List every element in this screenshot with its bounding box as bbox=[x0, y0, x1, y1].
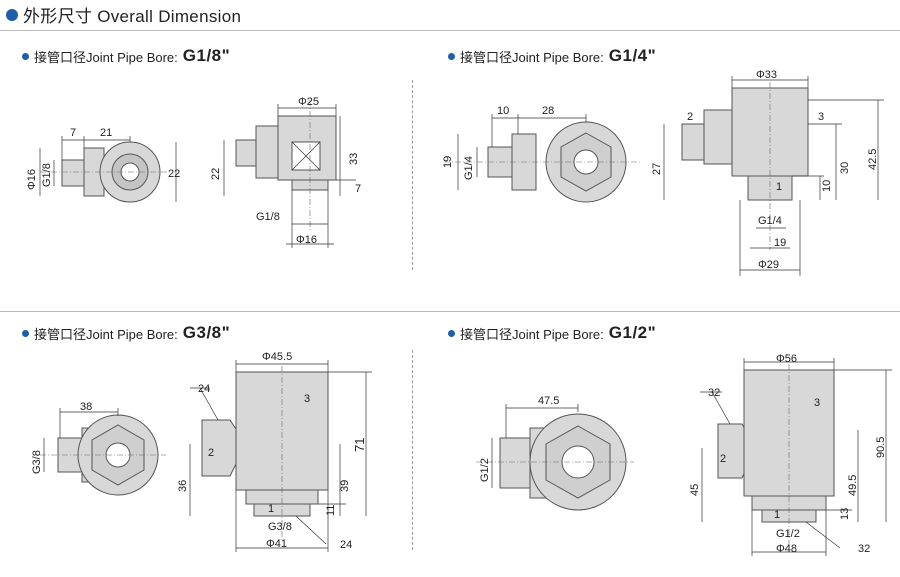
g14-10-label: 10 bbox=[821, 180, 833, 192]
g12-905-label: 90.5 bbox=[875, 437, 887, 458]
svg-text:3: 3 bbox=[818, 111, 824, 123]
svg-text:32: 32 bbox=[858, 543, 870, 555]
svg-text:47.5: 47.5 bbox=[538, 395, 559, 407]
svg-text:2: 2 bbox=[720, 453, 726, 465]
bullet-icon bbox=[22, 329, 29, 337]
svg-text:2: 2 bbox=[208, 447, 214, 459]
section-heading-g18: 接管口径Joint Pipe Bore:G1/8" bbox=[22, 46, 230, 66]
g38-side-view: 38 bbox=[40, 401, 166, 496]
page-title: 外形尺寸 Overall Dimension bbox=[6, 2, 241, 27]
svg-text:G1/8: G1/8 bbox=[256, 211, 280, 223]
g12-side-view: 47.5 bbox=[476, 395, 634, 511]
svg-text:10: 10 bbox=[497, 105, 509, 117]
section-heading-g14: 接管口径Joint Pipe Bore:G1/4" bbox=[448, 46, 656, 66]
bullet-icon bbox=[448, 52, 455, 60]
svg-text:G1/4: G1/4 bbox=[758, 215, 782, 227]
svg-text:7: 7 bbox=[70, 127, 76, 139]
svg-text:Φ48: Φ48 bbox=[776, 543, 797, 555]
g38-71-label: 71 bbox=[352, 438, 367, 452]
svg-text:28: 28 bbox=[542, 105, 554, 117]
vertical-divider-bottom bbox=[412, 350, 413, 550]
g14-19-label: 19 bbox=[442, 156, 454, 168]
svg-text:3: 3 bbox=[304, 393, 310, 405]
g12-495-label: 49.5 bbox=[847, 475, 859, 496]
g18-thread-label: G1/8 bbox=[41, 163, 53, 187]
g14-425-label: 42.5 bbox=[867, 149, 879, 170]
section-heading-g12: 接管口径Joint Pipe Bore:G1/2" bbox=[448, 323, 656, 343]
svg-text:Φ25: Φ25 bbox=[298, 96, 319, 108]
svg-text:1: 1 bbox=[268, 503, 274, 515]
section-divider bbox=[0, 311, 900, 312]
svg-text:3: 3 bbox=[814, 397, 820, 409]
g12-45-label: 45 bbox=[689, 484, 701, 496]
g18-front-view: Φ25 7 G1/8 Φ16 bbox=[223, 96, 361, 248]
g14-side-view: 10 28 bbox=[444, 105, 640, 203]
header-divider bbox=[0, 30, 900, 31]
g38-36-label: 36 bbox=[177, 480, 189, 492]
g38-front-view: Φ45.5 24 3 2 1 G3/8 Φ41 24 bbox=[189, 351, 372, 552]
svg-text:22: 22 bbox=[168, 168, 180, 180]
svg-text:Φ56: Φ56 bbox=[776, 353, 797, 365]
svg-text:1: 1 bbox=[776, 181, 782, 193]
svg-text:Φ45.5: Φ45.5 bbox=[262, 351, 292, 363]
section-heading-g38: 接管口径Joint Pipe Bore:G3/8" bbox=[22, 323, 230, 343]
svg-text:1: 1 bbox=[774, 509, 780, 521]
g18-22-label: 22 bbox=[210, 168, 222, 180]
g14-front-view: Φ33 2 3 1 G1/4 19 Φ29 bbox=[663, 69, 884, 276]
svg-text:24: 24 bbox=[198, 383, 210, 395]
svg-text:G3/8: G3/8 bbox=[268, 521, 292, 533]
bullet-icon bbox=[6, 8, 18, 21]
svg-text:19: 19 bbox=[774, 237, 786, 249]
g12-thread-label: G1/2 bbox=[479, 458, 491, 482]
svg-text:G1/2: G1/2 bbox=[776, 528, 800, 540]
page-title-text: 外形尺寸 Overall Dimension bbox=[23, 7, 242, 26]
svg-text:38: 38 bbox=[80, 401, 92, 413]
g18-side-view: 7 21 22 bbox=[39, 127, 180, 203]
svg-text:32: 32 bbox=[708, 387, 720, 399]
g18-33-label: 33 bbox=[348, 153, 360, 165]
bullet-icon bbox=[22, 52, 29, 60]
g38-11-label: 11 bbox=[325, 505, 337, 516]
svg-text:2: 2 bbox=[687, 111, 693, 123]
vertical-divider-top bbox=[412, 80, 413, 270]
svg-text:Φ41: Φ41 bbox=[266, 538, 287, 550]
svg-text:Φ29: Φ29 bbox=[758, 259, 779, 271]
g14-thread-label: G1/4 bbox=[463, 156, 475, 180]
g12-front-view: Φ56 32 3 2 1 G1/2 Φ48 32 bbox=[700, 353, 892, 556]
g38-39-label: 39 bbox=[339, 480, 351, 492]
bullet-icon bbox=[448, 329, 455, 337]
svg-text:Φ16: Φ16 bbox=[296, 234, 317, 246]
g12-13-label: 13 bbox=[839, 508, 851, 520]
g14-30-label: 30 bbox=[839, 162, 851, 174]
svg-text:24: 24 bbox=[340, 539, 352, 551]
svg-text:Φ33: Φ33 bbox=[756, 69, 777, 81]
g18-phi16-label: Φ16 bbox=[26, 169, 38, 190]
svg-text:21: 21 bbox=[100, 127, 112, 139]
g38-thread-label: G3/8 bbox=[31, 450, 43, 474]
svg-text:7: 7 bbox=[355, 183, 361, 195]
g14-27-label: 27 bbox=[651, 163, 663, 175]
